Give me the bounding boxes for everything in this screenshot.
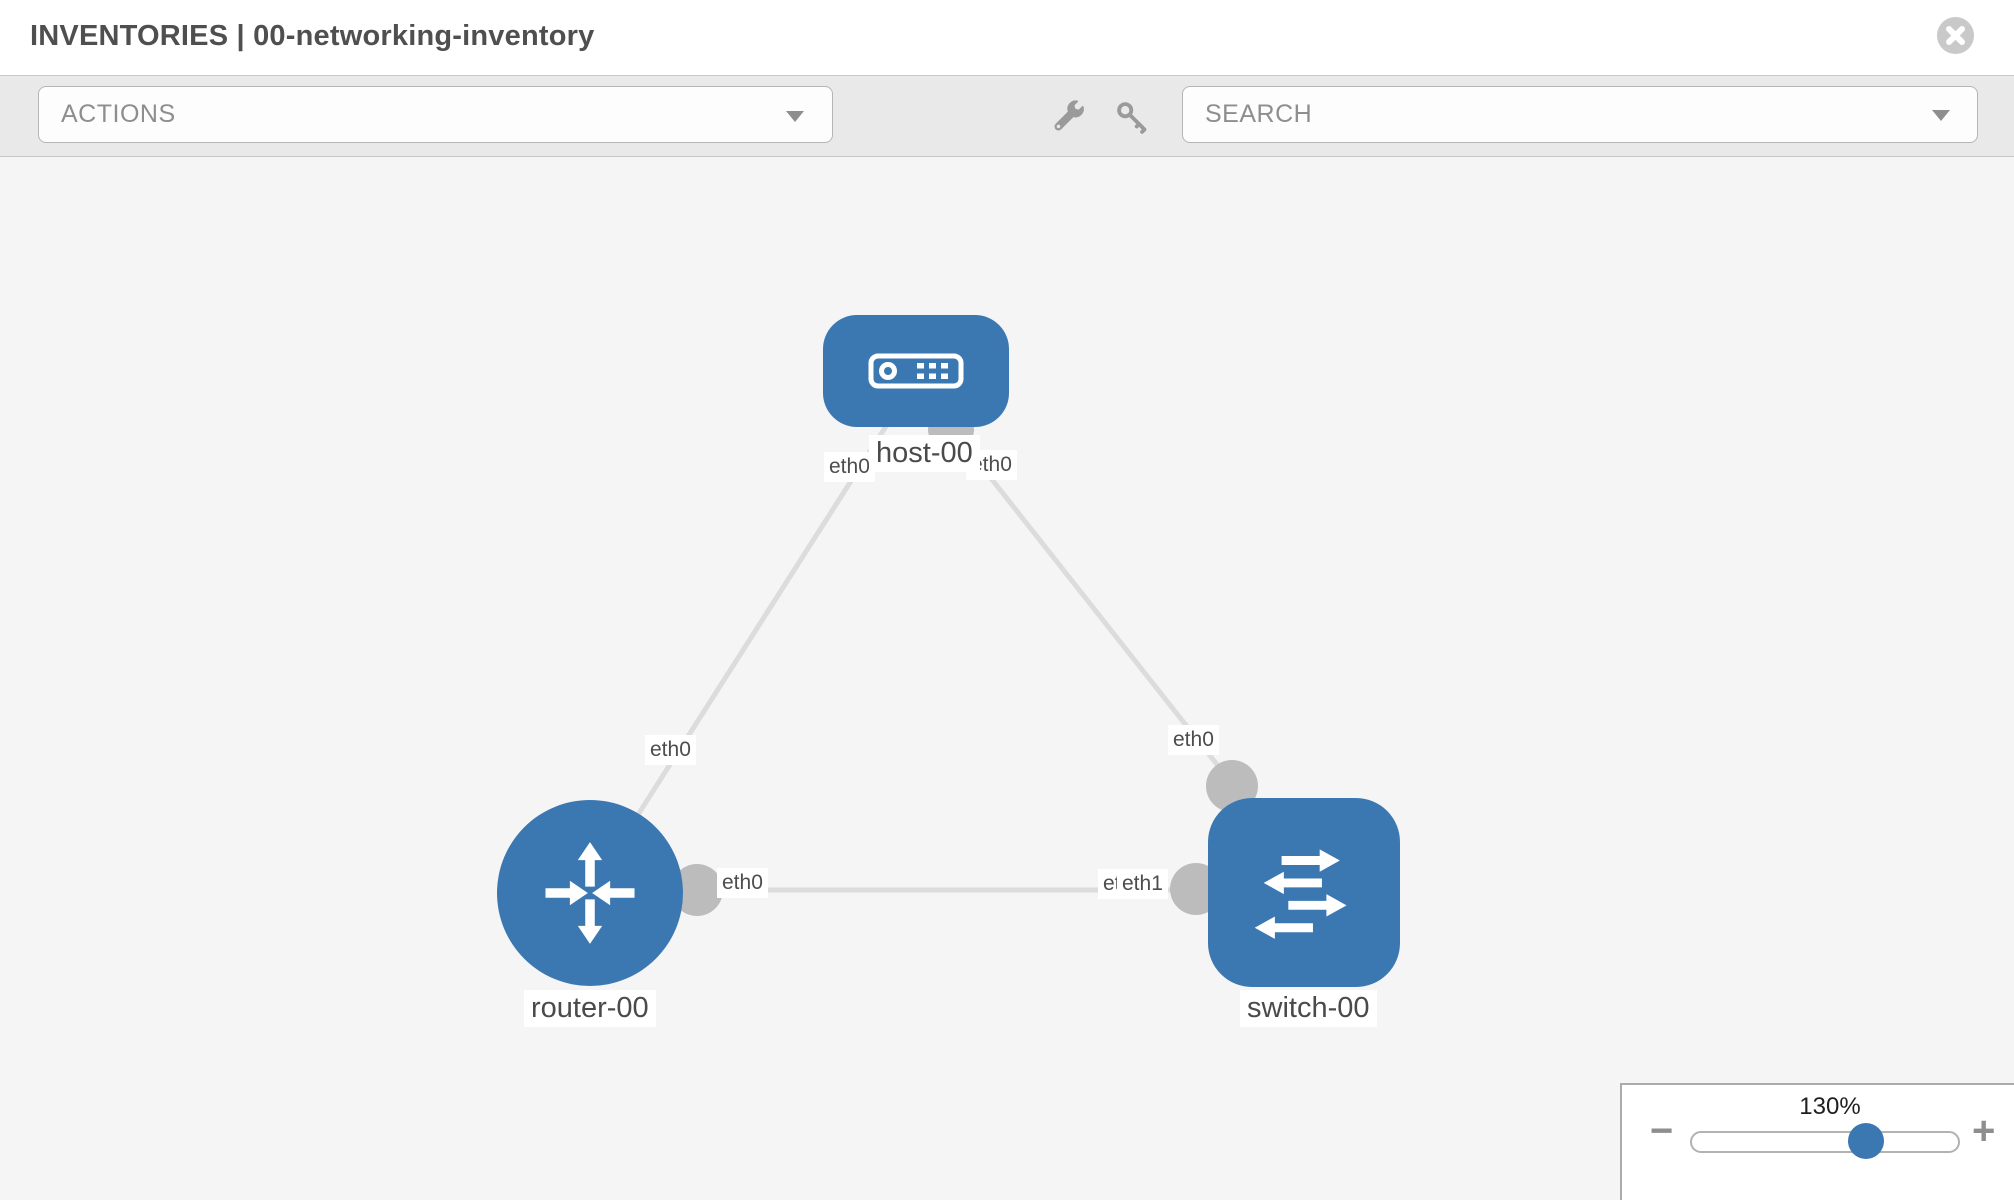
chevron-down-icon [786,111,804,122]
node-router-00[interactable] [497,800,683,986]
wrench-icon [1054,100,1084,131]
actions-dropdown[interactable]: ACTIONS [38,86,833,143]
interface-label: eth0 [645,735,696,765]
node-label-host: host-00 [869,435,980,472]
header: INVENTORIES | 00-networking-inventory [0,0,2014,75]
toolbar: ACTIONS [0,75,2014,157]
zoom-slider-thumb[interactable] [1848,1123,1884,1159]
topology-edges [622,406,1258,916]
host-icon [868,353,964,389]
interface-label: eth1 [1117,869,1168,899]
key-button[interactable] [1115,100,1149,134]
zoom-control-panel: 130% − + [1620,1083,2014,1200]
topology-canvas[interactable]: eth0 eth0 eth0 eth0 eth0 eth1 eth1 host-… [0,157,2014,1200]
zoom-level-value: 130% [1799,1093,1861,1120]
key-icon [1117,102,1147,134]
search-dropdown[interactable] [1182,86,1978,143]
switch-icon [1254,848,1347,939]
search-input[interactable] [1182,86,1978,143]
zoom-slider[interactable] [1690,1131,1960,1153]
node-label-router: router-00 [524,990,656,1027]
node-host-00[interactable] [823,315,1009,427]
close-icon [1937,17,1974,54]
zoom-in-button[interactable]: + [1972,1109,1996,1153]
node-label-switch: switch-00 [1240,990,1377,1027]
interface-label: eth0 [1168,725,1219,755]
interface-label: eth0 [717,868,768,898]
router-icon [545,842,635,944]
wrench-button[interactable] [1051,100,1085,134]
page-title: INVENTORIES | 00-networking-inventory [30,20,595,52]
actions-dropdown-label: ACTIONS [61,100,176,128]
node-switch-00[interactable] [1208,798,1400,987]
zoom-out-button[interactable]: − [1650,1109,1674,1153]
interface-label: eth0 [824,452,875,482]
close-button[interactable] [1937,17,1974,54]
chevron-down-icon [1932,110,1950,121]
